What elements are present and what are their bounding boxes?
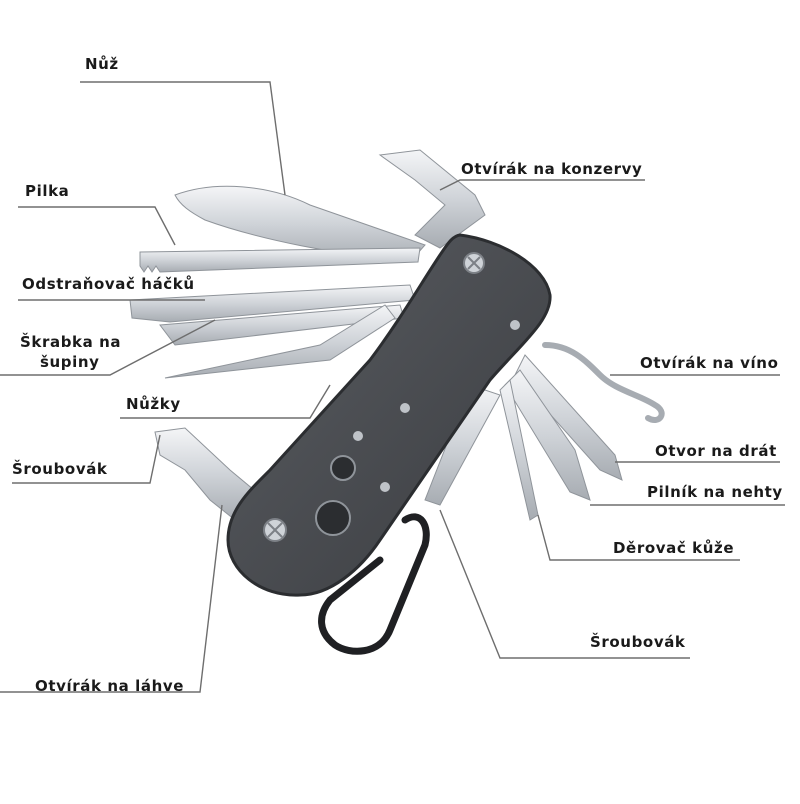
- leader-derovac: [537, 514, 740, 561]
- label-nuz: Nůž: [85, 55, 119, 73]
- rivet-1: [510, 320, 520, 330]
- label-otvor-drat: Otvor na drát: [655, 442, 777, 460]
- label-nuzky: Nůžky: [126, 395, 181, 413]
- label-otvirak-konzervy: Otvírák na konzervy: [461, 160, 643, 178]
- handle-hole-2: [315, 500, 351, 536]
- label-otvirak-lahve: Otvírák na láhve: [35, 677, 185, 695]
- label-sroubovak-right: Šroubovák: [590, 633, 686, 651]
- leader-lines: [0, 81, 785, 693]
- handle-hole-1: [330, 455, 356, 481]
- leader-sroubovak-left: [12, 434, 161, 484]
- leader-nuzky: [120, 384, 331, 419]
- label-derovac: Děrovač kůže: [613, 539, 735, 557]
- screwdriver-right-tool: [424, 384, 501, 506]
- hook-remover: [129, 284, 416, 323]
- leader-lahve: [0, 504, 223, 693]
- leader-sroubovak-right: [439, 509, 690, 659]
- rivet-2: [400, 403, 410, 413]
- label-skrabka-2: šupiny: [40, 353, 100, 371]
- carabiner: [318, 513, 430, 655]
- label-pilka: Pilka: [25, 182, 70, 200]
- rivet-4: [380, 482, 390, 492]
- leader-konzervy: [439, 179, 645, 191]
- corkscrew: [542, 342, 665, 423]
- label-pilnik: Pilník na nehty: [647, 483, 783, 501]
- label-otvirak-vino: Otvírák na víno: [640, 354, 779, 372]
- leader-pilka: [18, 206, 176, 246]
- label-skrabka-1: Škrabka na: [20, 333, 122, 351]
- leader-nuz: [80, 81, 286, 196]
- scissors: [164, 304, 396, 379]
- label-sroubovak-left: Šroubovák: [12, 460, 108, 478]
- saw-blade: [139, 247, 421, 273]
- leather-punch: [499, 378, 539, 521]
- label-odstranovac: Odstraňovač háčků: [22, 275, 195, 293]
- can-opener: [378, 149, 486, 249]
- leader-skrabka: [0, 319, 216, 376]
- wire-hole-tool: [514, 354, 623, 481]
- tool-handle: [226, 233, 552, 597]
- rivet-3: [353, 431, 363, 441]
